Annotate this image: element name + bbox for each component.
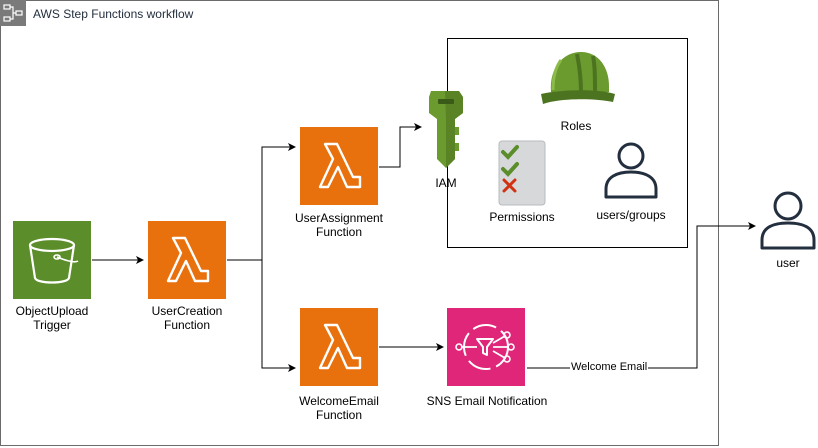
object-upload-label: ObjectUpload Trigger (15, 304, 89, 332)
roles-label: Roles (560, 119, 592, 133)
sns-tile (447, 308, 525, 386)
step-functions-icon (0, 0, 26, 26)
welcome-email-label: WelcomeEmail Function (299, 394, 379, 422)
edge-creation-to-assignment (227, 143, 296, 261)
user-icon (604, 142, 658, 199)
permissions-label: Permissions (489, 210, 555, 224)
checklist-icon (498, 140, 546, 206)
step-functions-group (0, 0, 719, 446)
sns-icon (455, 324, 515, 370)
user-creation-tile (148, 221, 226, 299)
user-icon (760, 191, 816, 250)
sns-label: SNS Email Notification (426, 394, 548, 408)
user-label: user (776, 256, 800, 270)
lambda-icon (166, 236, 210, 283)
user-creation-label: UserCreation Function (151, 304, 223, 332)
edge-creation-to-welcome (261, 260, 296, 372)
lambda-icon (318, 323, 362, 370)
welcome-email-tile (300, 308, 378, 386)
user-assignment-tile (300, 127, 378, 205)
edge-assignment-to-iam (379, 123, 422, 168)
s3-bucket-icon (28, 237, 79, 284)
user-assignment-label: UserAssignment Function (294, 211, 384, 239)
object-upload-tile (13, 221, 91, 299)
hard-hat-icon (541, 52, 615, 104)
group-title: AWS Step Functions workflow (33, 7, 194, 21)
users-groups-label: users/groups (596, 208, 666, 222)
lambda-icon (318, 142, 362, 189)
welcome-email-edge-label: Welcome Email (570, 360, 649, 374)
iam-label: IAM (435, 176, 457, 190)
edge-sns-to-user (527, 222, 756, 369)
iam-key-icon (429, 91, 463, 168)
